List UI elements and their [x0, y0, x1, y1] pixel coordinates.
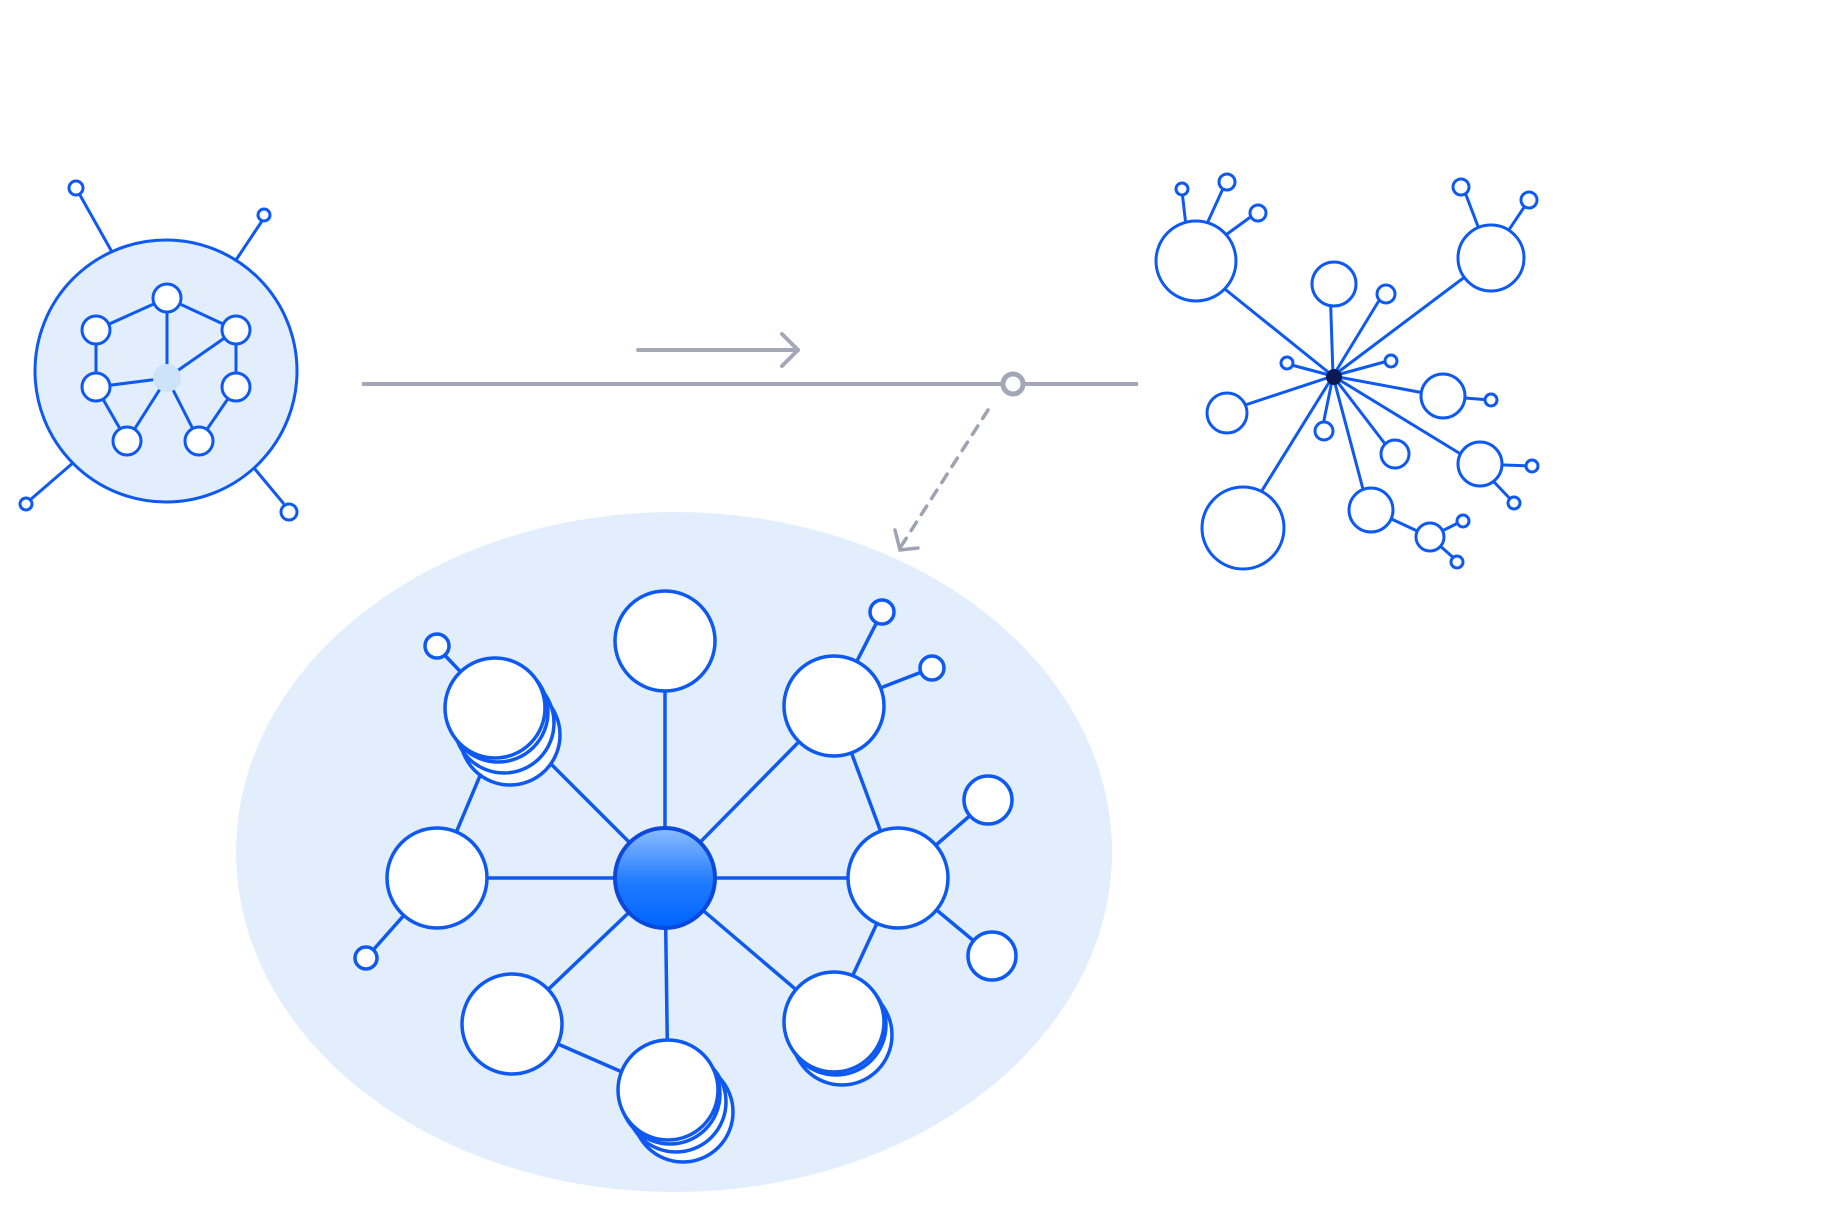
satellite-node [1279, 355, 1295, 371]
radial-node [1379, 438, 1411, 470]
satellite-node [868, 598, 896, 626]
network-node [846, 826, 950, 930]
stacked-node-bottom [616, 1038, 735, 1164]
satellite-node [1524, 458, 1540, 474]
network-node [782, 654, 886, 758]
radial-node [1419, 372, 1467, 420]
expanded-network [236, 512, 1112, 1192]
radial-node [1414, 521, 1446, 553]
outer-branches [18, 179, 299, 522]
outer-satellite-node [18, 496, 34, 512]
satellite-node [962, 774, 1014, 826]
network-node [385, 826, 489, 930]
satellite-node [1248, 203, 1268, 223]
inner-node [80, 371, 112, 403]
radial-network [1154, 172, 1540, 571]
satellite-node [1217, 172, 1237, 192]
satellite-node [918, 654, 946, 682]
inner-node [151, 282, 183, 314]
timeline-connector [362, 371, 1138, 397]
radial-nodes [1154, 219, 1526, 571]
radial-satellites [1174, 172, 1540, 570]
inner-node [220, 314, 252, 346]
radial-node [1456, 440, 1504, 488]
radial-node [1205, 391, 1249, 435]
zoom-dashed-arrow [893, 408, 990, 552]
satellite-node [1506, 495, 1522, 511]
inner-node [111, 425, 143, 457]
satellite-node [1483, 392, 1499, 408]
radial-center-dot [1326, 369, 1342, 385]
inner-node [220, 371, 252, 403]
radial-node [1347, 486, 1395, 534]
junction-ring [1000, 371, 1026, 397]
enclosed-network [18, 179, 299, 522]
expanded-satellites [353, 598, 1018, 982]
satellite-node [1313, 420, 1335, 442]
satellite-node [1449, 554, 1465, 570]
satellite-node [1375, 283, 1397, 305]
satellite-node [1519, 190, 1539, 210]
radial-node [1456, 223, 1526, 293]
radial-node [1154, 219, 1238, 303]
satellite-node [1455, 513, 1471, 529]
stacked-node-bottom-right [782, 970, 894, 1087]
radial-node [1200, 485, 1286, 571]
stacked-node-top-left [443, 656, 562, 787]
radial-node [1310, 260, 1358, 308]
inner-node [183, 425, 215, 457]
satellite-node [1174, 181, 1190, 197]
satellite-node [1383, 353, 1399, 369]
outer-satellite-node [279, 502, 299, 522]
network-node [613, 589, 717, 693]
hub-node [613, 826, 717, 930]
outer-satellite-node [67, 179, 85, 197]
satellite-node [353, 945, 379, 971]
inner-nodes [80, 282, 252, 457]
right-arrow [636, 332, 800, 368]
satellite-node [966, 930, 1018, 982]
satellite-node [1451, 177, 1471, 197]
network-node [460, 972, 564, 1076]
inner-node [80, 314, 112, 346]
satellite-node [423, 632, 451, 660]
primary-nodes [385, 589, 950, 1076]
outer-satellite-node [256, 207, 272, 223]
inner-center-node [153, 364, 181, 392]
